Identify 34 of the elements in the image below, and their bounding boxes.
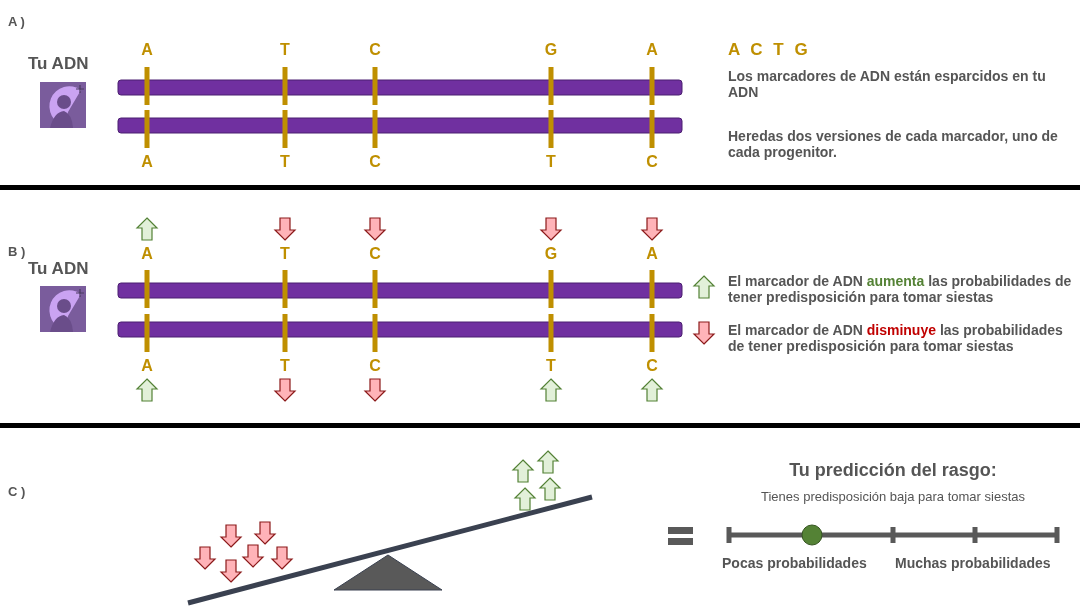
base-letter: A: [140, 153, 154, 171]
base-legend: A C T G: [728, 40, 811, 60]
prediction-text: Tienes predisposición baja para tomar siestas: [760, 489, 1026, 504]
prediction-title: Tu predicción del rasgo:: [788, 460, 998, 481]
base-letter: T: [279, 357, 291, 375]
base-letter: A: [645, 41, 659, 59]
base-letter: C: [368, 245, 382, 263]
base-letter: C: [645, 357, 659, 375]
base-letter: T: [545, 357, 557, 375]
section-label: B ): [8, 244, 26, 259]
base-letter: G: [543, 41, 559, 59]
base-letter: A: [645, 245, 659, 263]
base-letter: T: [279, 245, 291, 263]
description-text: Los marcadores de ADN están esparcidos en tu ADN: [728, 68, 1047, 100]
base-letter: A: [140, 245, 154, 263]
base-letter: C: [645, 153, 659, 171]
scale-label: Pocas probabilidades: [722, 555, 867, 571]
dna-heading: Tu ADN: [28, 54, 89, 74]
base-letter: C: [368, 153, 382, 171]
dna-heading: Tu ADN: [28, 259, 89, 279]
base-letter: C: [368, 41, 382, 59]
base-letter: A: [140, 41, 154, 59]
description-text: Heredas dos versiones de cada marcador, uno de cada progenitor.: [728, 128, 1059, 160]
base-letter: G: [543, 245, 559, 263]
base-letter: T: [545, 153, 557, 171]
legend-text: El marcador de ADN aumenta las probabilidades de tener predisposición para tomar siestas: [728, 273, 1073, 305]
base-letter: C: [368, 357, 382, 375]
scale-label: Muchas probabilidades: [895, 555, 1051, 571]
base-letter: T: [279, 153, 291, 171]
base-letter: T: [279, 41, 291, 59]
base-letter: A: [140, 357, 154, 375]
section-label: A ): [8, 14, 25, 29]
section-label: C ): [8, 484, 26, 499]
legend-text: El marcador de ADN disminuye las probabilidades de tener predisposición para tomar siestas: [728, 322, 1064, 354]
